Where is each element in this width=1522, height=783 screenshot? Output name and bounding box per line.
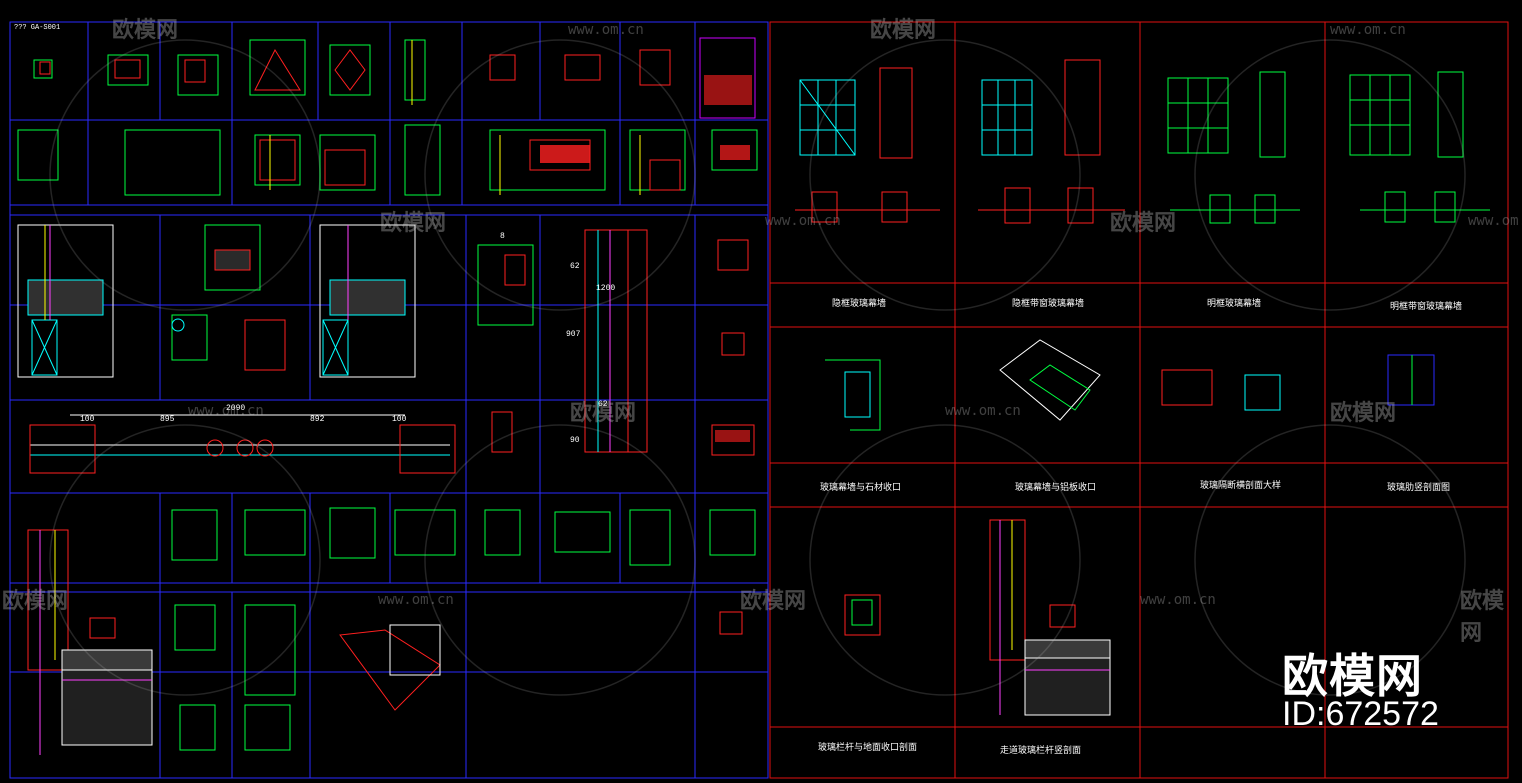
dim-label: 100 [80,415,95,424]
watermark-url: www.om.cn [1140,592,1216,608]
watermark-brand: 欧模网 [2,589,69,614]
watermark-url: www.om.cn [378,592,454,608]
caption-railing-floor-closure: 玻璃栏杆与地面收口剖面 [818,743,918,753]
caption-hidden-frame-curtain-wall: 隐框玻璃幕墙 [832,299,887,309]
dim-label: 892 [310,415,325,424]
dim-label: 1200 [596,284,616,293]
caption-glass-fin-section: 玻璃肋竖剖面图 [1387,483,1451,493]
watermark-brand: 欧模网 [1330,401,1397,426]
watermark-url: www.om.cn [568,22,644,38]
watermark-brand: 欧模网 [1110,211,1177,236]
watermark-brand-large: 欧模网 [1282,649,1423,703]
watermark-id: ID:672572 [1282,695,1439,733]
caption-glass-aluminum-closure: 玻璃幕墙与铝板收口 [1015,483,1097,493]
watermark-brand: 欧模网 [112,18,179,43]
caption-glass-partition-section: 玻璃隔断横剖面大样 [1200,481,1282,491]
watermark-brand: 欧模网 [380,211,447,236]
dim-label: 62 [570,262,580,271]
watermark-brand: 欧模网 [870,18,937,43]
right-sheet-grid [769,21,1509,779]
watermark-url: www.om.cn [765,213,841,229]
caption-hidden-frame-window-curtain-wall: 隐框带窗玻璃幕墙 [1012,299,1085,309]
dim-label: 100 [392,415,407,424]
right-details [795,59,1490,716]
watermark-brand: 欧模网 [570,401,637,426]
left-details [17,37,758,755]
dim-label: 62 [598,400,608,409]
dim-label: 8 [500,232,505,241]
sheet-title-tag: ??? GA-S001 [14,24,61,32]
caption-exposed-frame-curtain-wall: 明框玻璃幕墙 [1207,299,1262,309]
dim-label: 895 [160,415,175,424]
watermark-brand: 欧模网 [1460,589,1505,646]
watermark-url: www.om.cn [1330,22,1406,38]
watermark-url: www.om.cn [1468,213,1522,229]
caption-glass-stone-closure: 玻璃幕墙与石材收口 [820,483,902,493]
watermark-brand: 欧模网 [740,589,807,614]
caption-exposed-frame-window-curtain-wall: 明框带窗玻璃幕墙 [1390,302,1463,312]
caption-corridor-railing-section: 走道玻璃栏杆竖剖面 [1000,746,1082,756]
dim-label: 2090 [226,404,246,413]
watermark-url: www.om.cn [945,403,1021,419]
watermark-url: www.om.cn [188,403,264,419]
dim-label: 90 [570,436,580,445]
watermark-circles [49,39,1466,696]
dim-label: 907 [566,330,581,339]
